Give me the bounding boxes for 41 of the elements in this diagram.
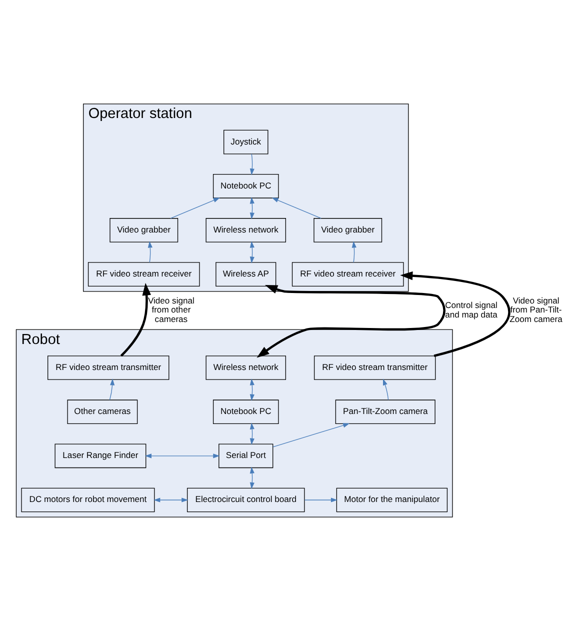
arrow — [154, 498, 188, 502]
arrow — [250, 154, 254, 176]
node-box: Motor for the manipulator — [336, 488, 448, 512]
node-box: RF video stream receiver — [292, 262, 404, 286]
node-box: Joystick — [224, 130, 268, 154]
node-box: Pan-Tilt-Zoom camera — [335, 400, 436, 424]
node-box: DC motors for robot movement — [21, 488, 155, 512]
arrow — [109, 378, 115, 400]
arrow — [144, 454, 220, 458]
edge-label: Control signal and map data — [445, 300, 498, 320]
arrow — [120, 282, 151, 357]
edge-label: Video signal from Pan-Tilt-Zoom camera — [510, 296, 562, 324]
arrow — [272, 423, 350, 448]
node-box: RF video stream transmitter — [314, 356, 436, 380]
edge-label: Video signal from other cameras — [148, 296, 194, 324]
arrow — [272, 198, 322, 219]
node-box: Video grabber — [314, 218, 382, 242]
node-box: Wireless network — [206, 218, 286, 242]
node-box: Wireless AP — [216, 262, 276, 286]
node-box: Laser Range Finder — [54, 444, 146, 468]
arrow — [400, 271, 510, 357]
arrow — [170, 198, 220, 219]
node-box: Notebook PC — [212, 400, 279, 424]
arrow — [304, 498, 338, 502]
node-box: Video grabber — [110, 218, 178, 242]
node-box: Other cameras — [67, 400, 138, 424]
arrow — [256, 285, 446, 358]
node-box: Electrocircuit control board — [186, 488, 305, 512]
arrow — [383, 378, 389, 400]
node-box: RF video stream transmitter — [48, 356, 170, 380]
arrow — [250, 422, 254, 445]
arrow — [250, 378, 254, 401]
node-box: Wireless network — [206, 356, 286, 380]
arrow — [250, 241, 254, 264]
arrow — [352, 241, 356, 263]
node-box: Serial Port — [218, 444, 274, 468]
arrow — [250, 197, 254, 220]
node-box: RF video stream receiver — [88, 262, 200, 286]
arrow — [148, 241, 152, 263]
node-box: Notebook PC — [212, 174, 279, 198]
arrow — [250, 466, 254, 490]
